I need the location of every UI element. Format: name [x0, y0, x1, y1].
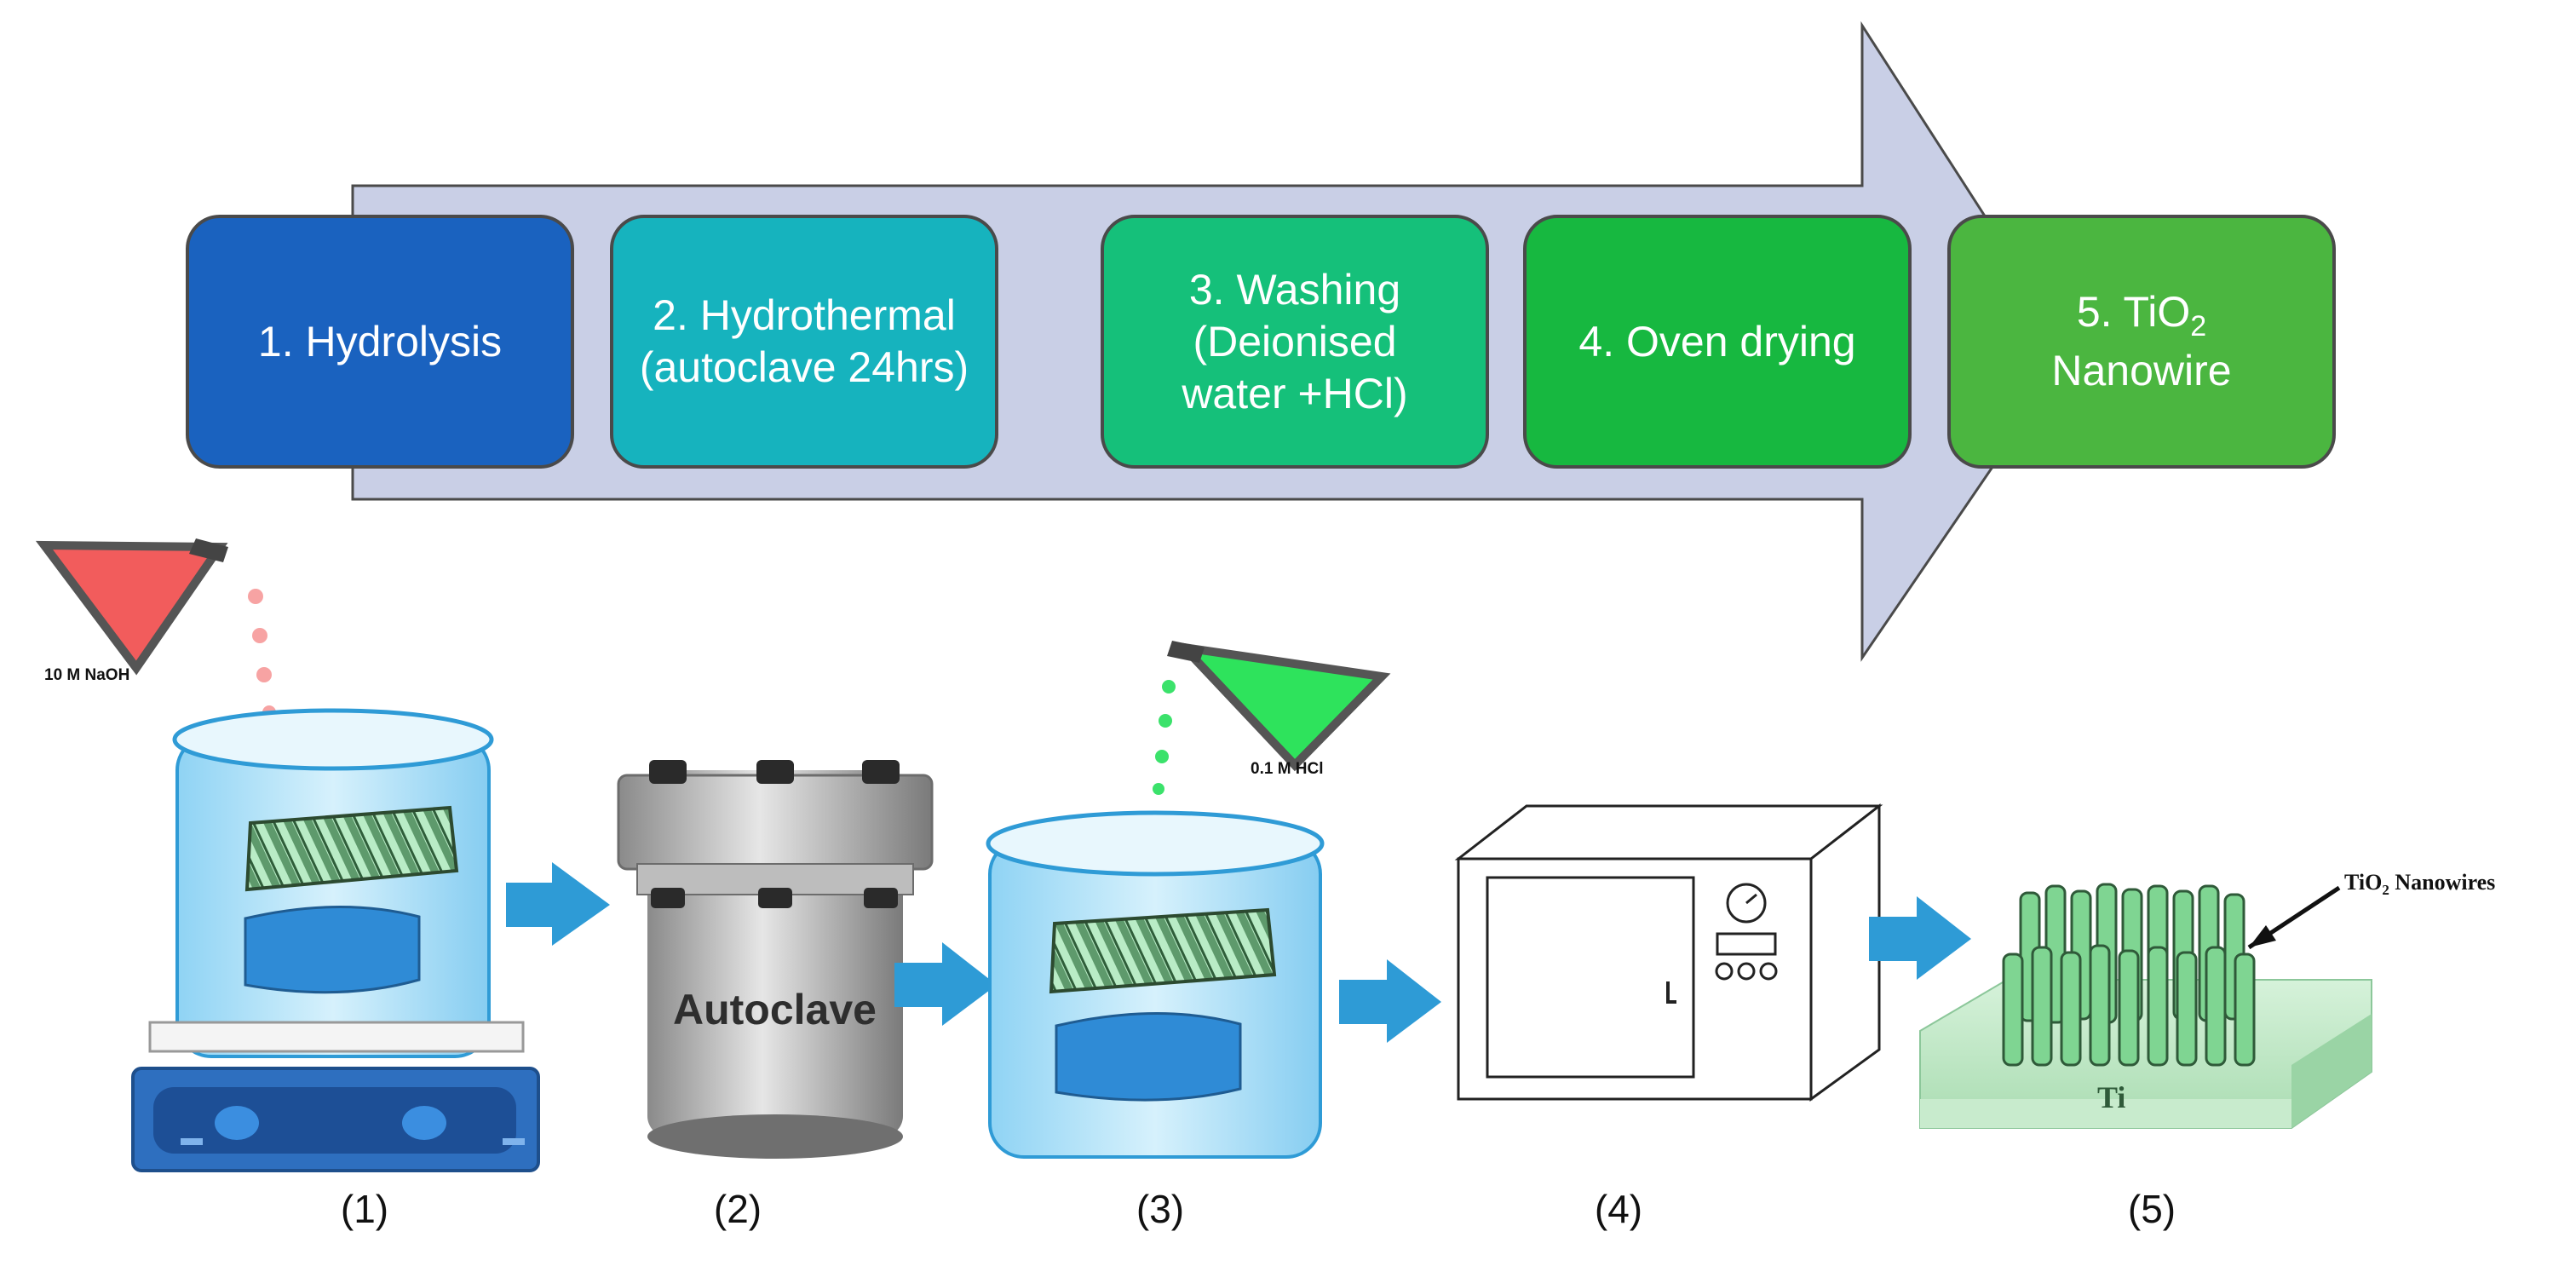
flow-arrow-3 — [1339, 959, 1441, 1043]
flow-arrow-4 — [1869, 896, 1971, 980]
step-1-label: 1. Hydrolysis — [257, 317, 503, 365]
hcl-label: 0.1 M HCl — [1251, 760, 1324, 778]
step-3-box: 3. Washing (Deionised water +HCl) — [1101, 215, 1489, 469]
caption-1: (1) — [340, 1187, 389, 1231]
stirrer-plate-icon — [131, 1021, 540, 1172]
autoclave-label: Autoclave — [673, 986, 877, 1033]
caption-2: (2) — [713, 1187, 762, 1231]
step-4-box: 4. Oven drying — [1523, 215, 1912, 469]
ti-substrate-strip-2 — [1049, 907, 1277, 994]
nanowire-array-icon — [1919, 883, 2372, 1129]
oven-icon — [1454, 803, 1883, 1102]
beaker-icon — [172, 708, 494, 1058]
naoh-label: 10 M NaOH — [44, 666, 129, 684]
step-1-box: 1. Hydrolysis — [186, 215, 574, 469]
step-4-label: 4. Oven drying — [1578, 317, 1856, 365]
step-2-label: 2. Hydrothermal (autoclave 24hrs) — [639, 291, 969, 391]
nanowires-label: TiO2 Nanowires — [2344, 870, 2495, 898]
ti-label: Ti — [2097, 1080, 2125, 1114]
step-2-box: 2. Hydrothermal (autoclave 24hrs) — [610, 215, 998, 469]
naoh-flask-icon — [35, 538, 276, 719]
caption-5: (5) — [2127, 1187, 2176, 1231]
hcl-flask-icon — [1153, 641, 1391, 795]
caption-4: (4) — [1594, 1187, 1643, 1231]
flow-arrow-1 — [506, 862, 610, 946]
autoclave-icon — [617, 760, 934, 1159]
caption-3: (3) — [1136, 1187, 1185, 1231]
flow-arrow-2 — [894, 942, 997, 1026]
washing-beaker-icon — [986, 810, 1325, 1159]
ti-substrate-strip — [244, 805, 459, 892]
step-3-label: 3. Washing (Deionised water +HCl) — [1182, 265, 1408, 417]
